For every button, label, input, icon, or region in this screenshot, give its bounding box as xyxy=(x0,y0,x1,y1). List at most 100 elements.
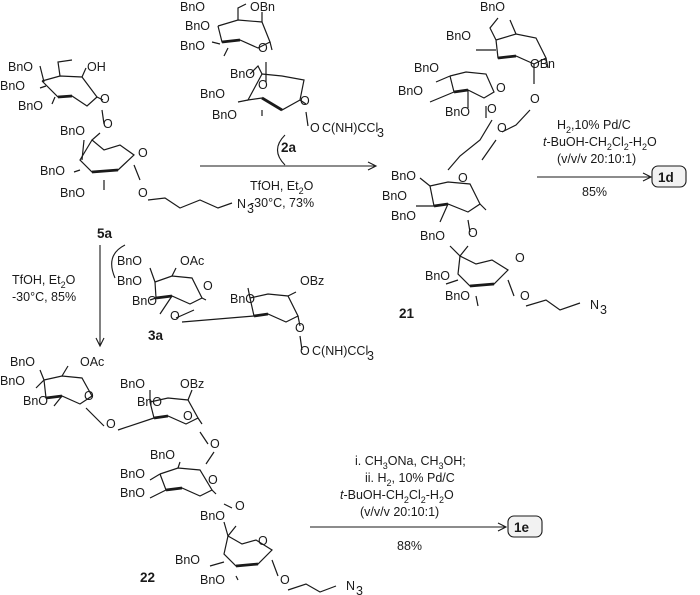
atom-label: BnO xyxy=(10,355,35,369)
atom-label: BnO xyxy=(120,467,145,481)
compound-22-structure xyxy=(35,365,337,593)
atom-label: BnO xyxy=(445,105,470,119)
wedge-bond xyxy=(497,54,517,60)
atom-label: BnO xyxy=(0,374,25,388)
atom-label: BnO xyxy=(18,99,43,113)
atom-label: OBz xyxy=(300,274,324,288)
atom-label: BnO xyxy=(175,553,200,567)
condition-line: (v/v/v 20:10:1) xyxy=(557,152,636,166)
subscript-label: 3 xyxy=(247,202,254,216)
atom-label: BnO xyxy=(120,486,145,500)
conditions-reaction-4: i. CH3ONa, CH3OH; ii. H2, 10% Pd/C t-BuO… xyxy=(340,454,466,553)
atom-label: BnO xyxy=(23,394,48,408)
condition-line: -30°C, 85% xyxy=(12,290,76,304)
reaction-arrow-3-head xyxy=(95,337,105,348)
atom-label: O xyxy=(84,389,94,403)
wedge-bond xyxy=(221,38,241,44)
atom-label: OBz xyxy=(180,377,204,391)
atom-label: O xyxy=(295,321,305,335)
ring-bond xyxy=(154,275,203,305)
condition-line: -30°C, 73% xyxy=(250,196,314,210)
atom-label: O xyxy=(106,417,116,431)
condition-line: i. CH3ONa, CH3OH; xyxy=(355,454,466,471)
ring-bond xyxy=(35,365,105,427)
compound-label-22: 22 xyxy=(140,570,155,585)
compound-label-5a: 5a xyxy=(97,226,113,241)
atom-label: BnO xyxy=(60,124,85,138)
ring-bond xyxy=(429,75,487,118)
ring-bond xyxy=(237,64,309,127)
compound-label-1d: 1d xyxy=(658,170,674,185)
subscript-label: 3 xyxy=(377,126,384,140)
atom-label: O xyxy=(203,279,213,293)
conditions-reaction-2: H2,10% Pd/C t-BuOH-CH2Cl2-H2O (v/v/v 20:… xyxy=(543,118,657,199)
atom-label: BnO xyxy=(480,0,505,14)
condition-line: t-BuOH-CH2Cl2-H2O xyxy=(340,488,454,505)
condition-line: ii. H2, 10% Pd/C xyxy=(365,471,455,488)
atom-label: O xyxy=(208,473,218,487)
atom-label: O xyxy=(530,92,540,106)
wedge-bond xyxy=(253,312,269,318)
atom-label: BnO xyxy=(185,19,210,33)
wedge-bond xyxy=(433,202,449,208)
compound-5a-structure xyxy=(39,59,233,209)
ring-bond xyxy=(41,75,98,107)
compound-2a-structure xyxy=(211,3,309,127)
wedge-bond xyxy=(153,414,169,420)
reaction-arrow-4-head xyxy=(497,522,508,532)
atom-label: BnO xyxy=(117,274,142,288)
atom-label: OBn xyxy=(250,0,275,14)
atom-label: O xyxy=(496,81,506,95)
compound-21-structure xyxy=(416,17,581,311)
atom-label: BnO xyxy=(0,79,25,93)
atom-label: BnO xyxy=(420,229,445,243)
atom-label: BnO xyxy=(200,87,225,101)
atom-label: BnO xyxy=(425,269,450,283)
reaction-arrow-2-head xyxy=(642,172,653,182)
atom-label: OH xyxy=(87,60,106,74)
atom-label: BnO xyxy=(180,0,205,14)
atom-label: O xyxy=(210,437,220,451)
wedge-bond xyxy=(453,88,469,94)
subscript-label: 3 xyxy=(600,303,607,317)
donor-2a-curve xyxy=(276,134,286,166)
atom-label: O xyxy=(138,186,148,200)
ring-bond xyxy=(159,467,213,497)
atom-label: BnO xyxy=(40,164,65,178)
compound-label-3a: 3a xyxy=(148,328,164,343)
ring-bond xyxy=(39,59,105,125)
subscript-label: 3 xyxy=(356,584,363,595)
wedge-bond xyxy=(165,486,183,492)
reaction-arrow-1-head xyxy=(367,161,378,171)
atom-label: O xyxy=(515,251,525,265)
atom-label: O xyxy=(258,78,268,92)
atom-label: N xyxy=(590,298,599,312)
atom-label: O xyxy=(468,226,478,240)
product-1d-badge: 1d xyxy=(651,165,687,188)
condition-line: t-BuOH-CH2Cl2-H2O xyxy=(543,135,657,152)
condition-line: H2,10% Pd/C xyxy=(557,118,631,135)
ring-bond xyxy=(149,451,233,509)
atom-label: BnO xyxy=(200,573,225,587)
atom-label: O xyxy=(138,146,148,160)
ring-bond xyxy=(117,389,209,445)
atom-label: O xyxy=(300,94,310,108)
product-1e-badge: 1e xyxy=(507,515,543,538)
atom-label: BnO xyxy=(117,254,142,268)
product-1d-box xyxy=(651,165,687,188)
atom-label: OAc xyxy=(80,355,104,369)
atom-label: BnO xyxy=(230,292,255,306)
atom-label: BnO xyxy=(180,39,205,53)
ring-bond xyxy=(457,245,509,287)
atom-label: O xyxy=(310,121,320,135)
wedge-bond xyxy=(235,562,259,568)
ring-bond xyxy=(476,17,549,84)
ring-bond xyxy=(449,71,495,99)
atom-label: BnO xyxy=(8,60,33,74)
atom-label: O xyxy=(280,573,290,587)
conditions-reaction-3: TfOH, Et2O -30°C, 85% xyxy=(12,273,76,304)
donor-3a-curve xyxy=(111,244,126,279)
atom-label: O xyxy=(487,102,497,116)
